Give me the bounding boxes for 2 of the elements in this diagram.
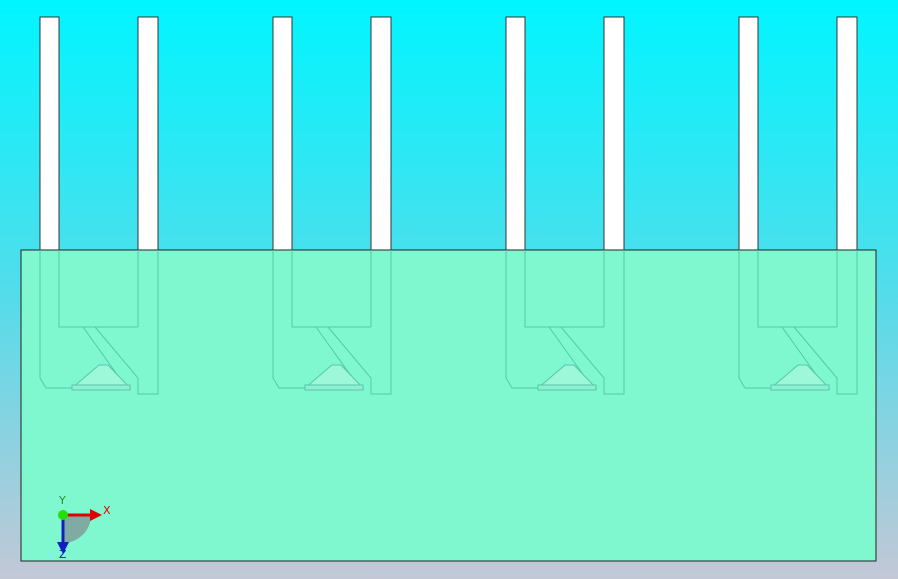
axis-label: X [103,505,111,516]
axis-label: Y [59,495,66,506]
